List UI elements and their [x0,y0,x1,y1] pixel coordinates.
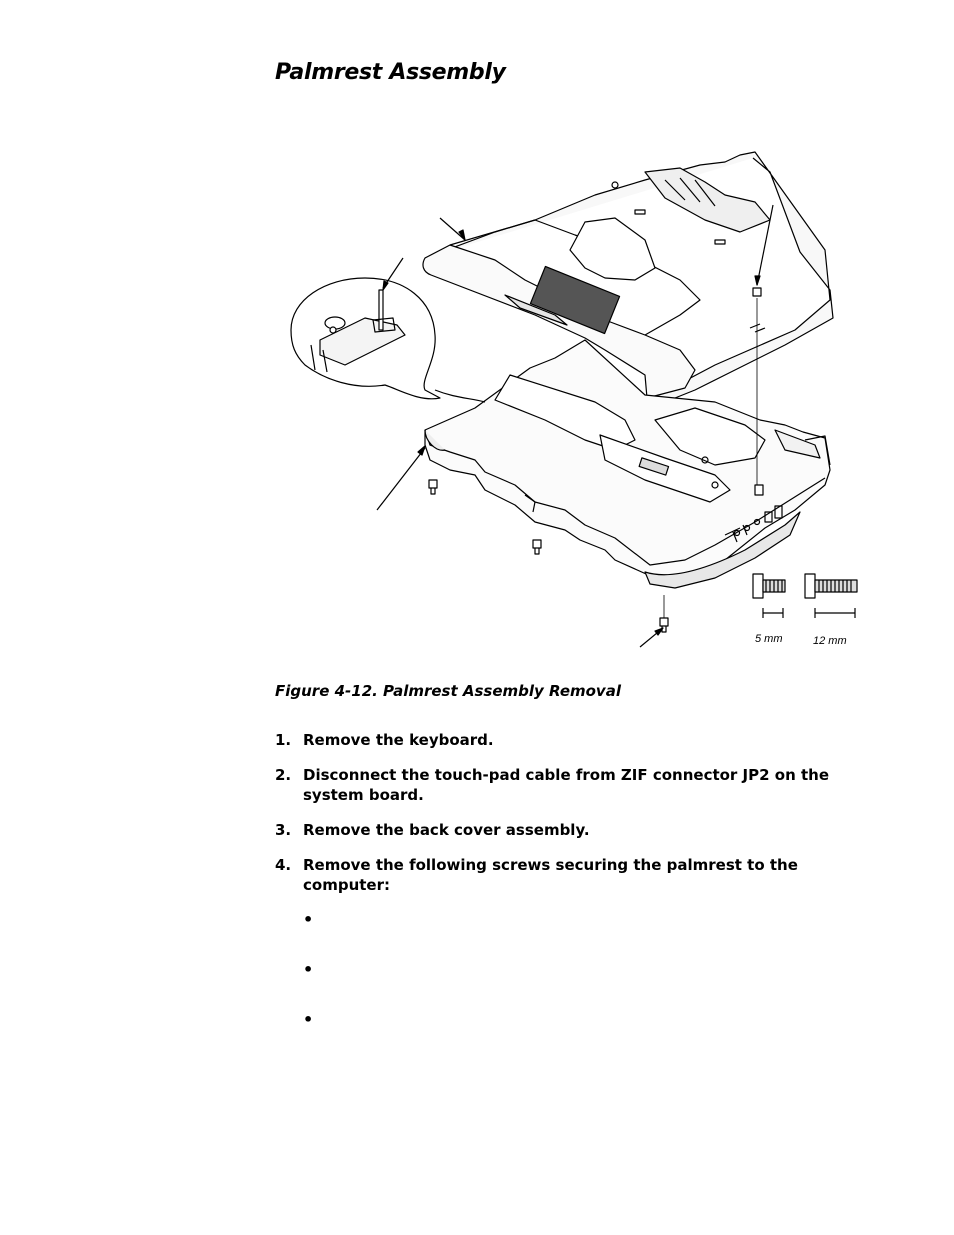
screw-bullet-list: • • • [303,910,314,1060]
long-screw-head-icon [804,573,816,599]
leader-arrow [439,217,466,241]
leader-arrow [756,204,774,286]
screw-guide-lines [663,298,758,618]
screw-5mm-label: 5 mm [755,633,783,645]
bullet-item: • [303,1010,314,1060]
step-number: 4. [275,856,292,874]
step-text: Disconnect the touch-pad cable from ZIF … [303,766,830,804]
step-item: 1. Remove the keyboard. [275,730,855,750]
step-item: 2. Disconnect the touch-pad cable from Z… [275,765,855,805]
bullet-marker: • [303,960,314,979]
step-text: Remove the back cover assembly. [303,821,590,839]
step-text: Remove the following screws securing the… [303,856,798,894]
screw-icon [752,287,762,297]
page-title: Palmrest Assembly [275,60,506,85]
step-number: 2. [275,766,292,784]
screw-icon [532,539,542,555]
screw-12mm-label: 12 mm [813,635,847,647]
figure-caption: Figure 4-12. Palmrest Assembly Removal [275,682,621,700]
short-screw-head-icon [752,573,764,599]
screw-size-legend: 5 mm 12 mm [752,573,858,647]
step-item: 3. Remove the back cover assembly. [275,820,855,840]
step-number: 1. [275,731,292,749]
bullet-item: • [303,960,314,1010]
leader-arrow [376,447,426,511]
screw-icons [428,287,764,633]
callout-magnifier [290,277,486,403]
bullet-marker: • [303,1010,314,1029]
step-item: 4. Remove the following screws securing … [275,855,855,895]
base-assembly [424,339,831,589]
screw-icon [428,479,438,495]
step-number: 3. [275,821,292,839]
leader-arrows [376,204,774,648]
palmrest-removal-figure: 5 mm 12 mm [285,140,865,660]
screw-icon [754,484,764,496]
step-text: Remove the keyboard. [303,731,494,749]
palmrest-part [422,151,834,409]
procedure-steps: 1. Remove the keyboard. 2. Disconnect th… [275,730,855,910]
palmrest-exploded-diagram: 5 mm 12 mm [290,151,858,648]
bullet-marker: • [303,910,314,929]
bullet-item: • [303,910,314,960]
